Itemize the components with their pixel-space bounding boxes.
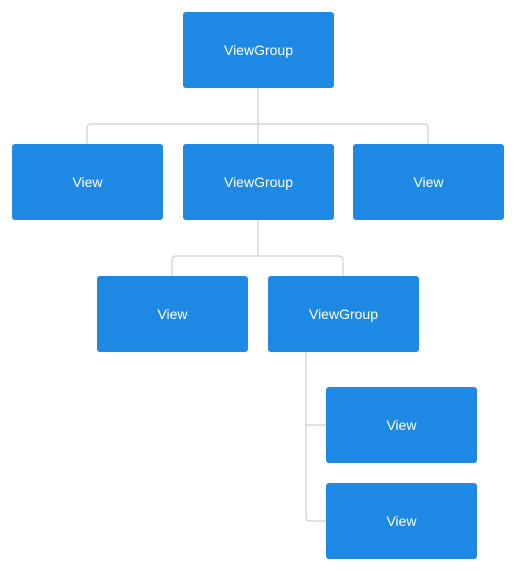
node-level2-left-view: View: [97, 276, 248, 352]
node-label: View: [72, 174, 103, 190]
connector-root-to-level1: [86, 88, 429, 144]
connector-viewgroup-to-level3: [305, 352, 326, 522]
node-level3-first-view: View: [326, 387, 477, 463]
node-level1-middle-viewgroup: ViewGroup: [183, 144, 334, 220]
node-label: View: [386, 417, 417, 433]
node-label: View: [157, 306, 188, 322]
node-level3-second-view: View: [326, 483, 477, 559]
node-label: View: [386, 513, 417, 529]
node-level1-left-view: View: [12, 144, 163, 220]
node-level1-right-view: View: [353, 144, 504, 220]
node-label: ViewGroup: [223, 42, 293, 58]
node-label: ViewGroup: [223, 174, 293, 190]
node-level2-right-viewgroup: ViewGroup: [268, 276, 419, 352]
node-label: View: [413, 174, 444, 190]
node-root-viewgroup: ViewGroup: [183, 12, 334, 88]
node-label: ViewGroup: [308, 306, 378, 322]
connector-viewgroup-to-level2: [171, 220, 344, 276]
